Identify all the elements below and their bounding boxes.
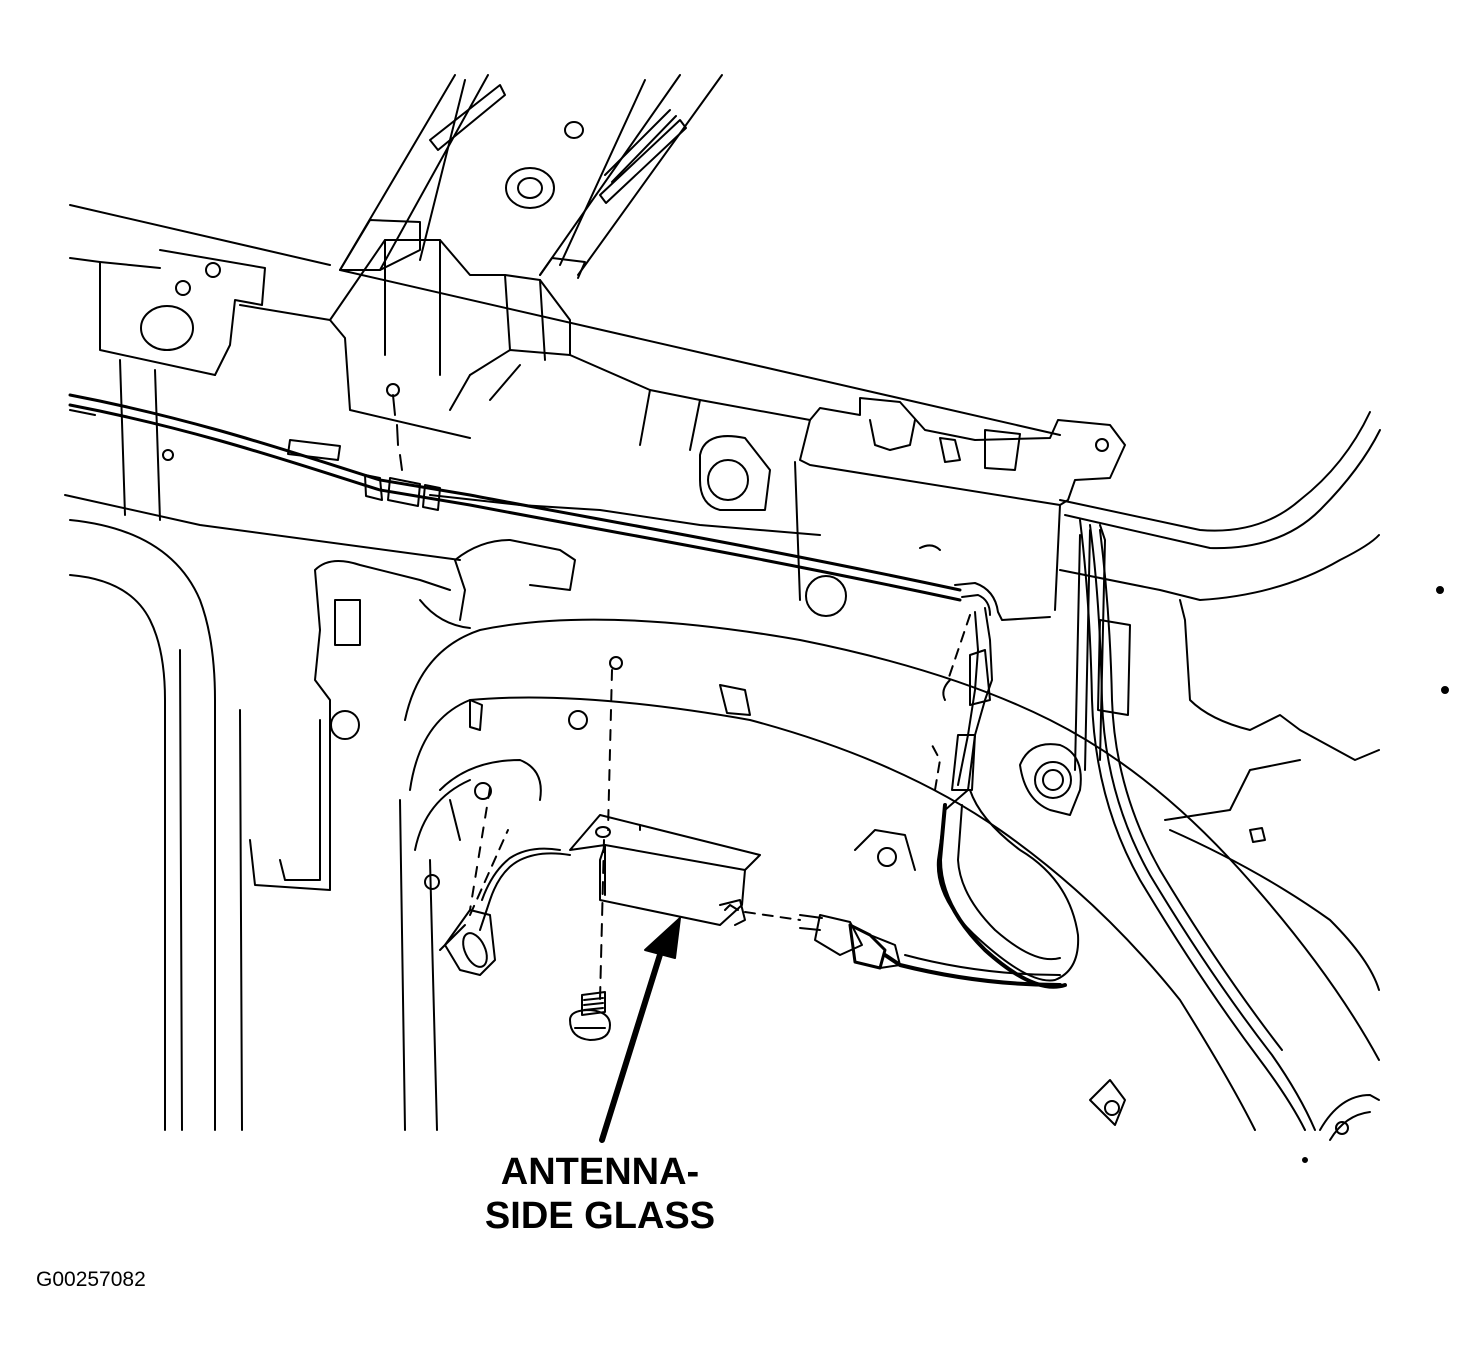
mounting-screw: [569, 839, 611, 1041]
amplifier-cable: [744, 911, 1062, 987]
antenna-amplifier-module: [569, 814, 761, 926]
locator-lines: [469, 656, 623, 911]
callout-line-1: ANTENNA-: [500, 1151, 700, 1193]
roof-rail-bracket: [699, 397, 1126, 617]
antenna-lead-cable: [931, 582, 1080, 989]
figure-id: G00257082: [36, 1268, 146, 1291]
antenna-callout-label: ANTENNA- SIDE GLASS: [440, 1150, 760, 1238]
callout-arrow: [599, 917, 681, 1143]
quarter-panel-structure: [1059, 411, 1449, 1163]
antenna-lead-wire-upper: [68, 393, 962, 602]
roof-side-rail: [64, 204, 1061, 561]
inner-body-panel: [69, 519, 1380, 1141]
callout-line-2: SIDE GLASS: [484, 1195, 716, 1237]
ground-bolt: [1019, 743, 1082, 816]
roof-cross-member: [339, 74, 723, 279]
body-side-harness: [1079, 519, 1316, 1131]
ground-strap: [439, 829, 571, 976]
